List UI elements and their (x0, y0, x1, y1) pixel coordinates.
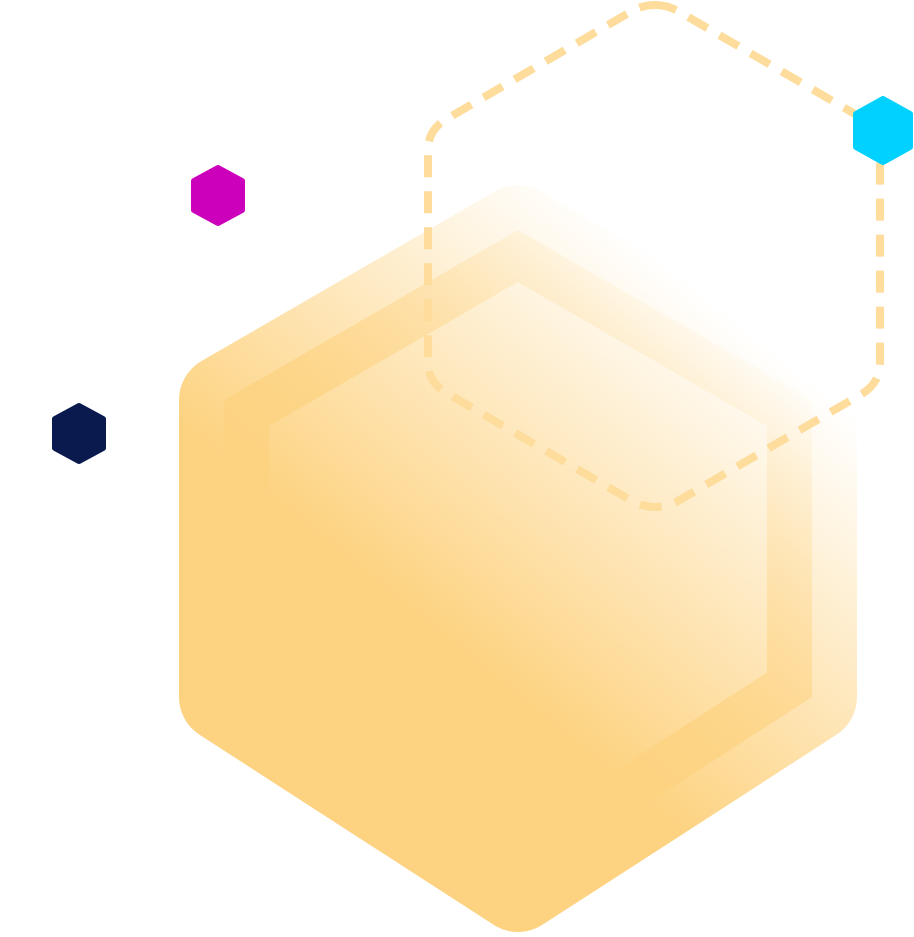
navy-hexagon (52, 403, 106, 464)
dashed-outline-hexagon (424, 1, 884, 511)
magenta-hexagon (191, 165, 245, 226)
large-gradient-hexagon (179, 185, 857, 932)
cyan-hexagon (853, 96, 913, 165)
